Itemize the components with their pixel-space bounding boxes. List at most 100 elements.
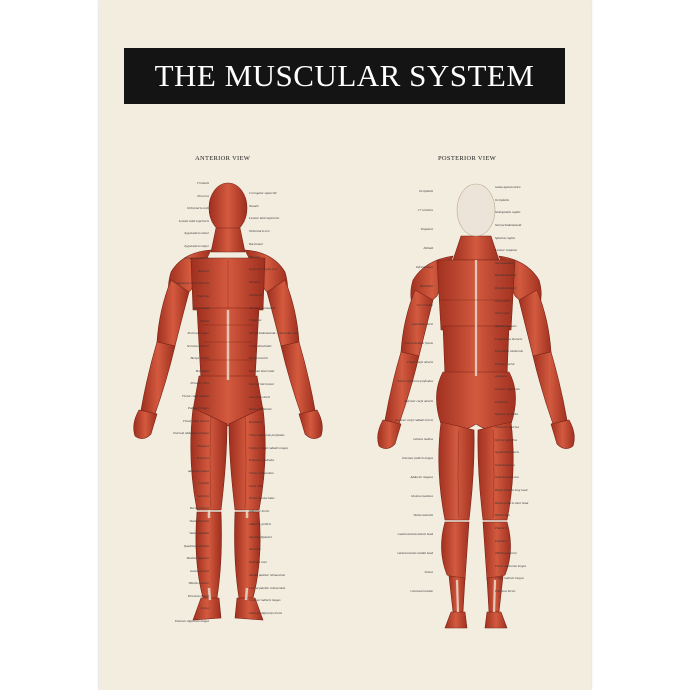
muscle-label: Orbicularis oculi bbox=[186, 206, 209, 211]
muscle-label: Depressor anguli oris bbox=[249, 267, 277, 272]
muscle-label: Gluteus medius bbox=[413, 436, 433, 441]
skull-shape bbox=[456, 183, 496, 237]
muscle-label: Tibialis posterior bbox=[495, 551, 518, 556]
muscle-label: Trapezius bbox=[420, 227, 433, 232]
muscle-label: Zygomaticus minor bbox=[184, 231, 209, 236]
muscle-label: Levator labii superioris bbox=[249, 216, 280, 221]
muscle-label: Adductor pollicis bbox=[249, 521, 272, 526]
muscle-label: Splenius capitis bbox=[495, 235, 516, 240]
muscle-label: Extensor carpi ulnaris bbox=[404, 398, 433, 403]
muscle-label: Latissimus dorsi bbox=[249, 394, 270, 399]
poster-title: THE MUSCULAR SYSTEM bbox=[154, 58, 535, 93]
muscle-label: Spinalis thoracis bbox=[495, 323, 517, 328]
muscle-label: Internal intercostal bbox=[249, 381, 274, 386]
muscle-label: Patellar ligament bbox=[186, 556, 209, 561]
muscle-label: Biceps femoris short head bbox=[495, 500, 529, 505]
muscle-label: Soleus bbox=[200, 606, 209, 611]
muscle-label: Brachialis bbox=[419, 284, 433, 289]
muscle-label: Obturator internus bbox=[495, 424, 520, 429]
muscle-label: Sternocleidomastoid - Clavicular head bbox=[249, 331, 299, 335]
muscle-label: Iliocostalis lumborum bbox=[495, 349, 524, 354]
muscle-label: Lateral patellar retinaculum bbox=[249, 585, 286, 590]
muscle-label: Quadriceps femoris bbox=[183, 543, 209, 548]
muscle-label: Hamstrings bbox=[495, 513, 510, 518]
muscle-label: Occipitalis bbox=[419, 189, 433, 193]
muscle-label: Levator labii superioris bbox=[178, 218, 209, 223]
muscle-label: Levator anguli oris bbox=[184, 256, 209, 261]
muscle-label: Piriformis bbox=[495, 399, 509, 404]
muscle-label: Biceps brachii bbox=[249, 356, 268, 361]
anterior-figure bbox=[113, 180, 343, 630]
muscle-label: Extensor pollicis longus bbox=[402, 455, 433, 460]
muscle-label: Thoracolumbar fascia bbox=[404, 341, 433, 346]
muscle-label: Pectineus bbox=[196, 456, 209, 461]
muscle-label: Iliotibial tract bbox=[249, 560, 267, 565]
muscle-label: Iliopsoas bbox=[197, 443, 209, 448]
muscle-label: Tensor fasciae latae bbox=[249, 496, 275, 501]
muscle-label: Anconeus bbox=[495, 374, 508, 379]
muscle-label: Vastus lateralis bbox=[189, 518, 209, 523]
muscle-label: Serratus anterior bbox=[186, 343, 209, 348]
muscle-label: Galea aponeurotica bbox=[495, 185, 521, 189]
muscle-label: Masseter bbox=[249, 254, 261, 259]
muscle-label: Flexor digitorum longus bbox=[495, 563, 527, 568]
muscle-label: Depressor labii inferioris bbox=[176, 281, 209, 286]
muscle-label: Brachialis bbox=[195, 368, 209, 373]
muscle-label: Sternohyoid bbox=[193, 306, 209, 311]
muscle-label: Supraspinatus bbox=[495, 260, 514, 265]
muscle-label: Mentalis bbox=[249, 280, 261, 285]
muscle-label: Infraspinatus bbox=[415, 265, 433, 270]
muscle-label: Pronator teres bbox=[190, 381, 209, 386]
muscle-label: Deltoid bbox=[199, 318, 209, 323]
muscle-label: Teres major bbox=[495, 311, 511, 316]
muscle-label: Inferior gemellus bbox=[495, 437, 518, 442]
muscle-label: Gluteus maximus bbox=[410, 493, 433, 498]
muscle-label: Coracobrachialis bbox=[249, 343, 272, 348]
posterior-figure bbox=[361, 180, 591, 635]
muscle-label: Flexor carpi ulnaris bbox=[183, 418, 209, 423]
muscle-label: Extensor hallucis longus bbox=[249, 598, 281, 603]
muscle-label: Levator scapulae bbox=[495, 248, 518, 253]
muscle-label: Gracilis bbox=[198, 481, 209, 486]
muscle-label: Rhomboid minor bbox=[495, 273, 517, 278]
muscle-label: Adductor brevis bbox=[249, 509, 270, 514]
muscle-label: Vastus lateralis bbox=[413, 512, 433, 517]
muscle-label: External intercostal bbox=[249, 369, 275, 374]
poster: THE MUSCULAR SYSTEM ANTERIOR VIEW POSTER… bbox=[99, 0, 591, 690]
muscle-label: Flexor hallucis longus bbox=[495, 576, 524, 581]
muscle-label: Rhomboid major bbox=[495, 286, 517, 290]
muscle-label: Nasalis bbox=[249, 203, 259, 208]
muscle-label: Adductor magnus bbox=[410, 474, 433, 479]
posterior-view-heading: POSTERIOR VIEW bbox=[438, 155, 497, 162]
muscle-label: Semitendinosus bbox=[495, 462, 515, 467]
muscle-label: Flexor retinaculum bbox=[249, 471, 274, 475]
muscle-label: Superior gemellus bbox=[495, 412, 519, 417]
muscle-label: Extensor digitorum brevis bbox=[249, 611, 283, 615]
muscle-label: Trapezius bbox=[249, 318, 262, 323]
muscle-label: Extensor carpi radialis longus bbox=[249, 445, 288, 450]
muscle-label: Extensor carpi radialis brevis bbox=[394, 417, 433, 422]
muscle-label: Extensor digitorum longus bbox=[175, 619, 209, 623]
muscle-label: Adductor longus bbox=[187, 468, 209, 473]
muscle-label: Frontalis bbox=[197, 181, 209, 185]
muscle-label: Tibialis anterior bbox=[188, 581, 209, 586]
muscle-label: Teres minor bbox=[495, 298, 511, 303]
muscle-label: Sternocleidomastoid bbox=[249, 305, 276, 310]
muscle-label: Brachialis bbox=[249, 420, 263, 425]
muscle-label: Corrugator supercilii bbox=[249, 191, 277, 195]
muscle-label: Gastrocnemius medial head bbox=[397, 550, 433, 555]
muscle-label: Gastrocnemius bbox=[189, 568, 209, 573]
muscle-label: Orbicularis oris bbox=[249, 229, 270, 234]
muscle-label: T12 vertebra bbox=[416, 303, 433, 308]
muscle-label: Procerus bbox=[197, 193, 209, 198]
muscle-label: Platysma bbox=[197, 293, 209, 298]
muscle-label: Inguinal ligament bbox=[249, 534, 272, 539]
muscle-label: Soleus bbox=[424, 569, 433, 574]
muscle-label: Buccinator bbox=[249, 241, 264, 246]
muscle-label: Omohyoid bbox=[249, 292, 263, 297]
muscle-label: Plantaris bbox=[495, 525, 507, 530]
muscle-label: Extensor digitorum bbox=[495, 387, 520, 391]
muscle-label: Flexor carpi ulnaris bbox=[407, 360, 433, 365]
muscle-label: External abdominal oblique bbox=[173, 431, 209, 436]
muscle-label: Peroneus longus bbox=[187, 593, 209, 598]
